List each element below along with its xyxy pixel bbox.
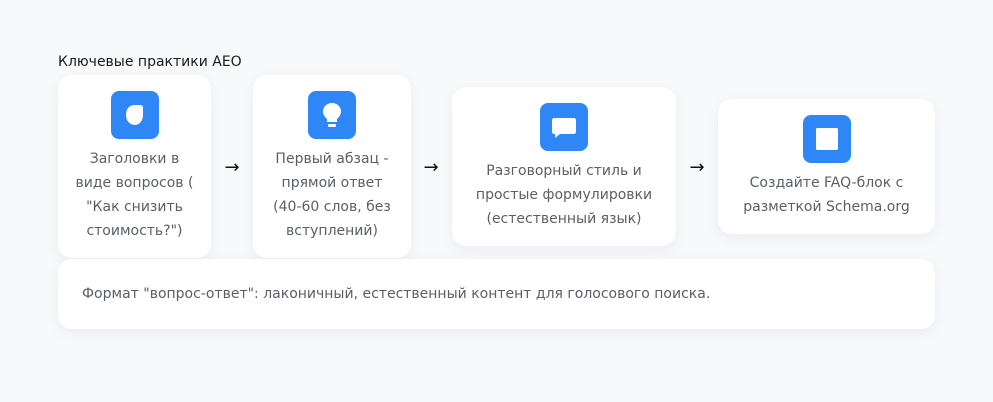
step-card-conversational-style: Разговорный стиль и простые формулировки… (452, 87, 676, 246)
arrow-right-icon: → (689, 157, 705, 178)
chat-bubble-icon (540, 103, 588, 151)
step-card-faq-block: Создайте FAQ-блок с разметкой Schema.org (718, 99, 935, 234)
diagram-title: Ключевые практики AEO (58, 54, 242, 70)
arrow-right-icon: → (224, 157, 240, 178)
step-label: Заголовки в виде вопросов ( "Как снизить… (75, 151, 194, 239)
summary-note-text: Формат "вопрос-ответ": лаконичный, естес… (82, 286, 711, 302)
step-card-question-headings: Заголовки в виде вопросов ( "Как снизить… (58, 75, 211, 258)
step-label: Создайте FAQ-блок с разметкой Schema.org (743, 175, 910, 215)
summary-note: Формат "вопрос-ответ": лаконичный, естес… (58, 259, 935, 329)
arrow-right-icon: → (423, 157, 439, 178)
step-card-first-paragraph: Первый абзац - прямой ответ (40-60 слов,… (253, 75, 411, 258)
step-label: Разговорный стиль и простые формулировки… (475, 163, 653, 227)
rounded-square-icon (110, 91, 159, 139)
square-icon (802, 115, 851, 163)
step-label: Первый абзац - прямой ответ (40-60 слов,… (273, 151, 391, 239)
lightbulb-icon (308, 91, 356, 139)
